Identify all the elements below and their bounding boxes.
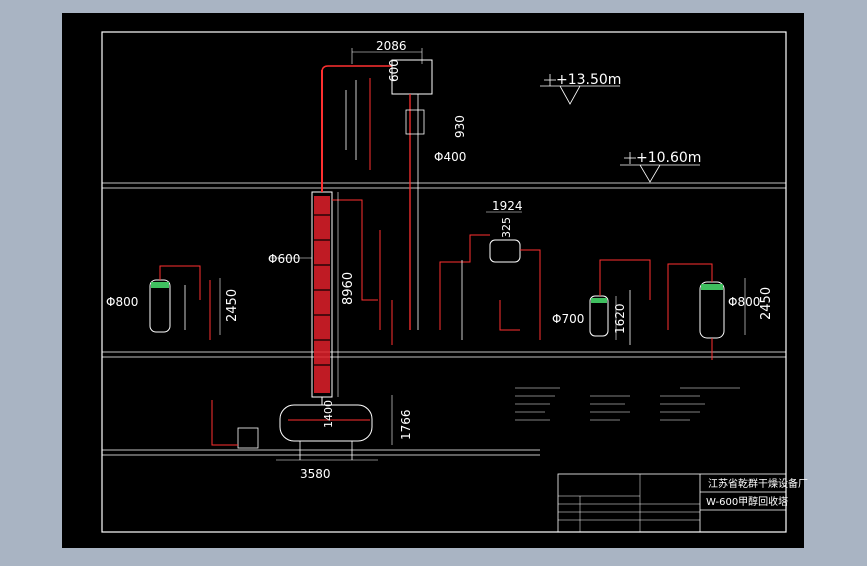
- drawing-border: [101, 31, 787, 533]
- dim-930: 930: [453, 115, 467, 138]
- dim-phi-600: Φ600: [268, 252, 300, 266]
- right-small-tank: [589, 259, 651, 345]
- dim-1620: 1620: [613, 303, 627, 334]
- dim-1924: 1924: [492, 199, 523, 213]
- dim-1400: 1400: [322, 400, 335, 428]
- dim-2450-right: 2450: [759, 287, 774, 320]
- dim-3580: 3580: [300, 467, 331, 481]
- floor-lines: [102, 182, 786, 456]
- title-drawing-name: W-600甲醇回收塔: [706, 495, 788, 508]
- dim-phi-700: Φ700: [552, 312, 584, 326]
- legend-notes: [515, 387, 740, 421]
- title-company: 江苏省乾群干燥设备厂: [708, 477, 808, 490]
- reboiler-vessel: [211, 397, 373, 460]
- drawing-sheet: [62, 13, 804, 548]
- dimension-lines: [219, 48, 746, 461]
- title-block: 江苏省乾群干燥设备厂 W-600甲醇回收塔: [557, 473, 808, 533]
- dim-1766: 1766: [399, 409, 413, 440]
- middle-drum: [439, 234, 541, 340]
- elevation-marker-mid: +10.60m: [620, 150, 701, 183]
- distillation-column: [311, 65, 392, 398]
- dim-600-vertical: 600: [387, 59, 401, 82]
- dim-phi-800-right: Φ800: [728, 295, 760, 309]
- elevation-top-label: +13.50m: [556, 72, 621, 88]
- dim-8960: 8960: [341, 272, 356, 305]
- process-piping: [332, 199, 520, 345]
- dim-2086: 2086: [376, 39, 407, 53]
- dim-2450-left: 2450: [225, 289, 240, 322]
- left-receiver-tank: [149, 265, 211, 340]
- right-receiver-tank: [667, 263, 725, 360]
- elevation-marker-top: +13.50m: [540, 72, 621, 105]
- dim-325: 325: [500, 217, 513, 238]
- elevation-mid-label: +10.60m: [636, 150, 701, 166]
- overhead-condenser: [345, 59, 433, 330]
- dim-phi-400: Φ400: [434, 150, 466, 164]
- dim-phi-800-left: Φ800: [106, 295, 138, 309]
